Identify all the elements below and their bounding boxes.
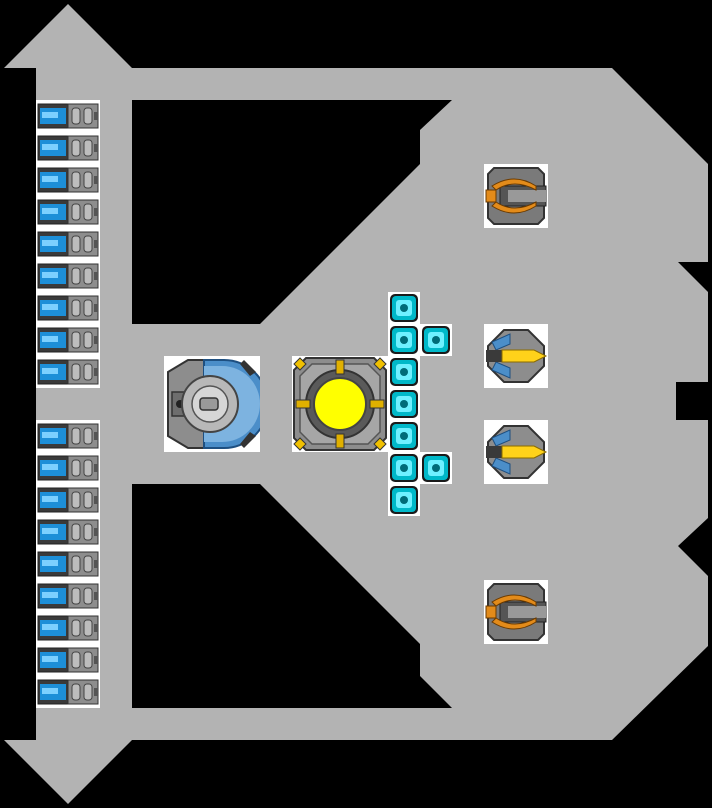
shield-cell-module[interactable] xyxy=(388,388,420,420)
thruster-module[interactable] xyxy=(36,324,100,356)
thruster-module[interactable] xyxy=(36,676,100,708)
thruster-icon xyxy=(36,164,100,196)
reactor-module[interactable] xyxy=(292,356,388,452)
thruster-icon xyxy=(36,260,100,292)
cannon-weapon-module[interactable] xyxy=(484,164,548,228)
hull-notch-right xyxy=(676,382,708,420)
shield-cell-module[interactable] xyxy=(388,484,420,516)
thruster-icon xyxy=(36,548,100,580)
thruster-module[interactable] xyxy=(36,292,100,324)
missile-launcher-icon xyxy=(484,420,548,484)
thruster-icon xyxy=(36,324,100,356)
shield-cell-icon xyxy=(388,324,420,356)
shield-cell-module[interactable] xyxy=(388,452,420,484)
thruster-module[interactable] xyxy=(36,164,100,196)
thruster-icon xyxy=(36,452,100,484)
thruster-icon xyxy=(36,292,100,324)
shield-cell-icon xyxy=(388,388,420,420)
hull-edge-left xyxy=(0,68,36,740)
thruster-icon xyxy=(36,580,100,612)
missile-weapon-module[interactable] xyxy=(484,324,548,388)
thruster-icon xyxy=(36,356,100,388)
cannon-icon xyxy=(484,580,548,644)
thruster-module[interactable] xyxy=(36,612,100,644)
thruster-module[interactable] xyxy=(36,452,100,484)
thruster-module[interactable] xyxy=(36,516,100,548)
cannon-icon xyxy=(484,164,548,228)
thruster-icon xyxy=(36,228,100,260)
shield-cell-module[interactable] xyxy=(388,324,420,356)
shield-cell-module[interactable] xyxy=(388,292,420,324)
thruster-module[interactable] xyxy=(36,132,100,164)
shield-cell-module[interactable] xyxy=(420,452,452,484)
shield-cell-module[interactable] xyxy=(388,356,420,388)
thruster-icon xyxy=(36,484,100,516)
thruster-icon xyxy=(36,516,100,548)
shield-cell-icon xyxy=(420,452,452,484)
thruster-icon xyxy=(36,612,100,644)
cockpit-module[interactable] xyxy=(164,356,260,452)
cannon-weapon-module[interactable] xyxy=(484,580,548,644)
thruster-module[interactable] xyxy=(36,548,100,580)
shield-cell-icon xyxy=(388,484,420,516)
thruster-module[interactable] xyxy=(36,228,100,260)
hull-cavity-lower xyxy=(132,484,452,708)
cockpit-icon xyxy=(164,356,260,452)
thruster-module[interactable] xyxy=(36,260,100,292)
thruster-icon xyxy=(36,420,100,452)
shield-cell-icon xyxy=(388,420,420,452)
thruster-icon xyxy=(36,676,100,708)
thruster-icon xyxy=(36,196,100,228)
missile-weapon-module[interactable] xyxy=(484,420,548,484)
thruster-icon xyxy=(36,132,100,164)
thruster-module[interactable] xyxy=(36,420,100,452)
shield-cell-module[interactable] xyxy=(388,420,420,452)
thruster-module[interactable] xyxy=(36,100,100,132)
thruster-icon xyxy=(36,644,100,676)
thruster-module[interactable] xyxy=(36,644,100,676)
shield-cell-icon xyxy=(388,356,420,388)
missile-launcher-icon xyxy=(484,324,548,388)
thruster-module[interactable] xyxy=(36,580,100,612)
shield-cell-icon xyxy=(420,324,452,356)
shield-cell-module[interactable] xyxy=(420,324,452,356)
shield-cell-icon xyxy=(388,292,420,324)
thruster-module[interactable] xyxy=(36,484,100,516)
thruster-icon xyxy=(36,100,100,132)
thruster-module[interactable] xyxy=(36,196,100,228)
hull-cavity-upper xyxy=(132,100,452,324)
reactor-icon xyxy=(292,356,388,452)
shield-cell-icon xyxy=(388,452,420,484)
thruster-module[interactable] xyxy=(36,356,100,388)
